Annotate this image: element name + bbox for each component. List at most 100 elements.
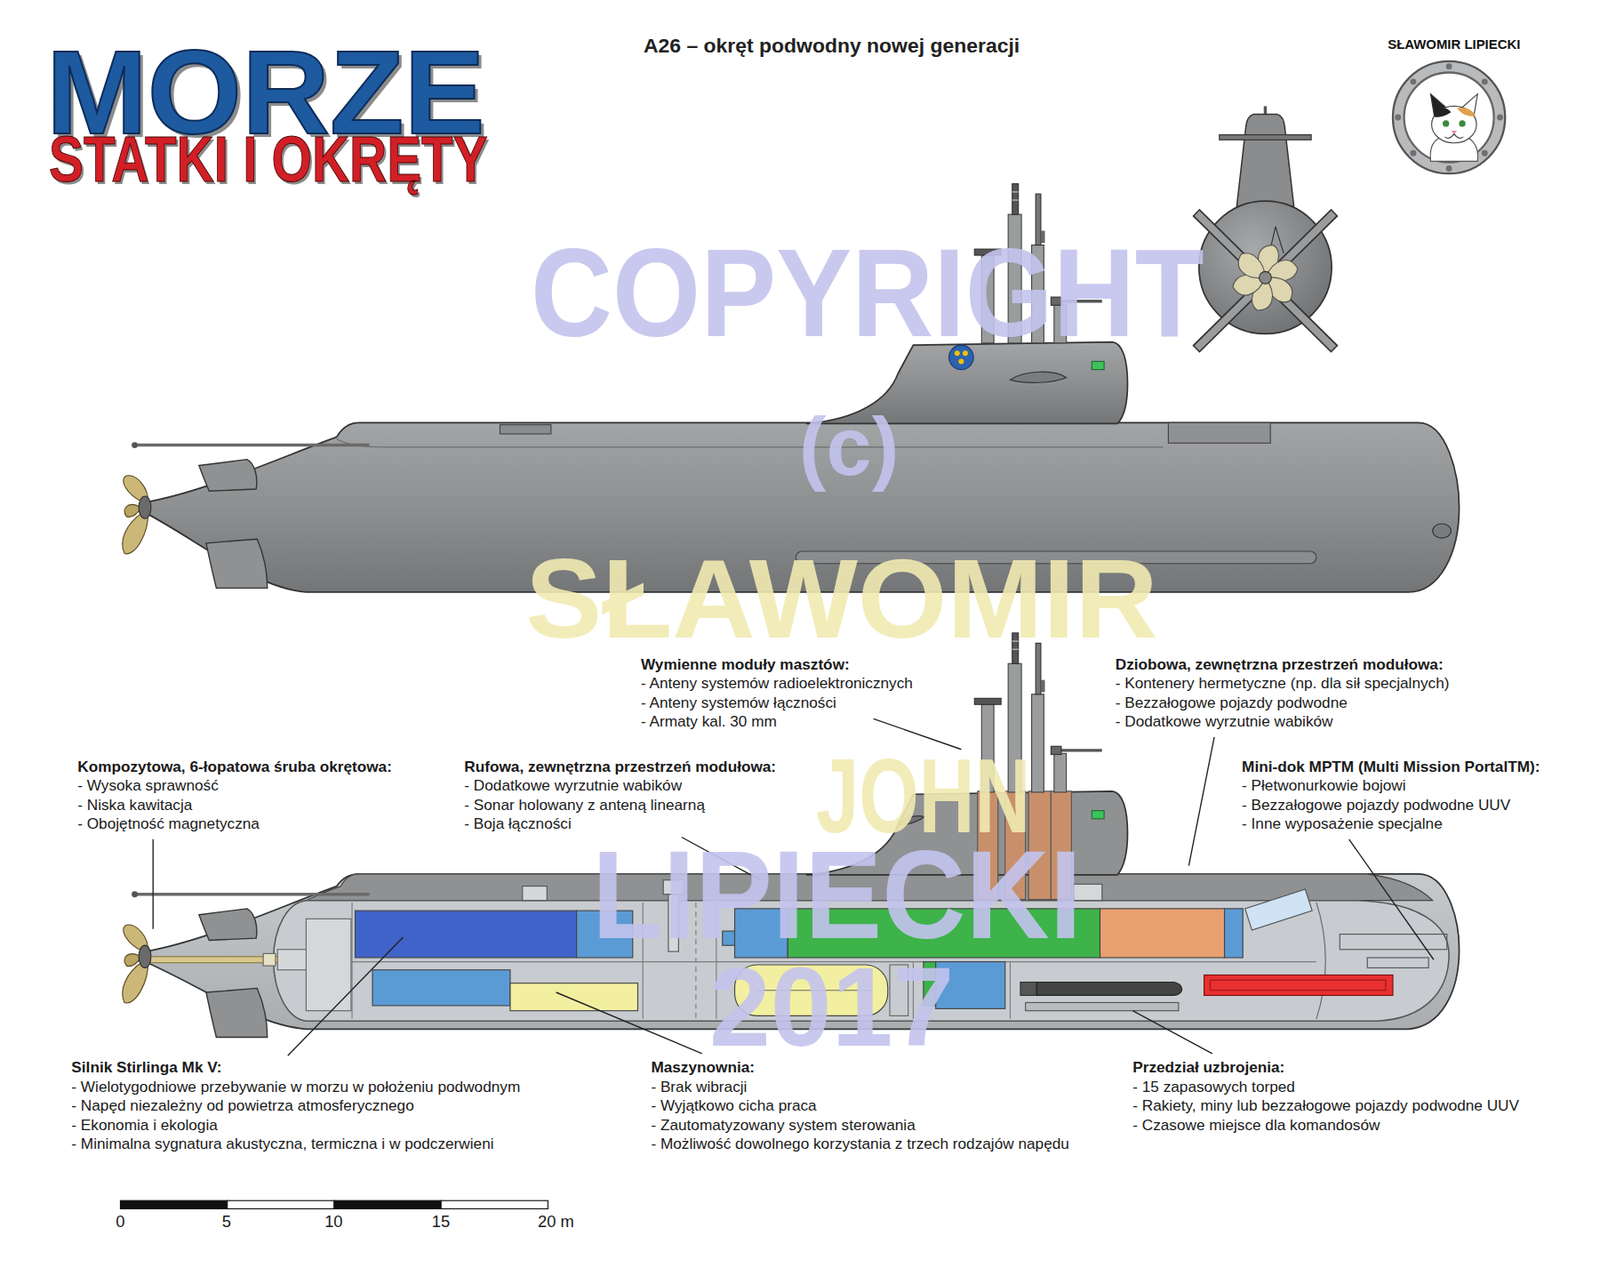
hull-cutaway xyxy=(143,956,279,963)
annotation-item: - Niska kawitacja xyxy=(77,795,192,815)
hull-side-view xyxy=(1168,422,1271,443)
annotation-item: - Brak wibracji xyxy=(650,1077,747,1096)
annotation-item: - Sonar holowany z anteną linearną xyxy=(464,795,705,815)
hull-cutaway xyxy=(351,902,352,1019)
author-badge xyxy=(1450,130,1457,134)
rear-view xyxy=(1236,114,1294,207)
hull-cutaway xyxy=(1224,908,1244,958)
scale-label: 5 xyxy=(222,1211,232,1232)
scale-bar xyxy=(227,1200,335,1208)
author-badge xyxy=(1394,114,1401,121)
hull-side-view xyxy=(336,439,1164,448)
watermark: COPYRIGHT xyxy=(530,230,1205,356)
rear-view xyxy=(1197,213,1335,349)
stern-assembly xyxy=(122,441,370,588)
hull-cutaway xyxy=(354,910,576,958)
rear-view xyxy=(1259,271,1272,284)
annotation-heading: Silnik Stirlinga Mk V: xyxy=(71,1057,222,1077)
annotation-item: - Boja łączności xyxy=(464,814,571,833)
author-badge-text: SŁAWOMIR LIPIECKI xyxy=(1387,36,1520,53)
annotation-item: - Dodatkowe wyrzutnie wabików xyxy=(1115,712,1334,731)
rear-view xyxy=(1197,213,1335,349)
annotation-item: - 15 zapasowych torped xyxy=(1132,1077,1296,1096)
hull-cutaway xyxy=(277,949,306,970)
hull-cutaway xyxy=(1025,1001,1179,1010)
annotation-item: - Wielotygodniowe przebywanie w morzu w … xyxy=(71,1077,520,1096)
author-badge xyxy=(1481,78,1488,85)
scale-bar xyxy=(120,1200,227,1208)
annotation-heading: Dziobowa, zewnętrzna przestrzeń modułowa… xyxy=(1115,655,1444,674)
author-badge xyxy=(1496,114,1504,121)
rear-view xyxy=(1195,212,1335,350)
annotation-item: - Wyjątkowo cicha praca xyxy=(650,1096,816,1115)
annotation-item: - Bezzałogowe pojazdy podwodne xyxy=(1115,693,1348,712)
sail-side-view xyxy=(1009,371,1066,383)
annotation-item: - Czasowe miejsce dla komandosów xyxy=(1132,1115,1380,1135)
hull-cutaway xyxy=(510,983,638,1011)
author-badge xyxy=(1392,61,1505,174)
scale-bar xyxy=(120,1200,548,1208)
annotation-item: - Anteny systemów łączności xyxy=(640,693,837,712)
annotation-item: - Kontenery hermetyczne (np. dla sił spe… xyxy=(1115,673,1450,693)
author-badge xyxy=(1409,150,1416,157)
author-badge xyxy=(1394,63,1504,172)
annotation-item: - Bezzałogowe pojazdy podwodne UUV xyxy=(1241,795,1511,815)
hull-cutaway xyxy=(1316,902,1326,1019)
hull-cutaway xyxy=(1099,908,1224,958)
sail-side-view xyxy=(1091,360,1104,369)
hull-side-view xyxy=(1432,523,1452,538)
rear-view xyxy=(1199,200,1332,334)
watermark: (c) xyxy=(799,406,899,488)
leader-line xyxy=(288,936,404,1056)
author-badge xyxy=(1404,72,1495,163)
hull-cutaway xyxy=(372,969,511,1006)
hull-cutaway xyxy=(1091,810,1104,819)
hull-cutaway xyxy=(522,886,548,901)
annotation-heading: Wymienne moduły masztów: xyxy=(640,655,850,674)
annotation-heading: Mini-dok MPTM (Multi Mission PortalTM): xyxy=(1241,757,1540,776)
author-badge xyxy=(1433,108,1452,118)
annotation-item: - Wysoka sprawność xyxy=(77,776,219,795)
watermark: SŁAWOMIR xyxy=(525,543,1159,656)
hull-cutaway xyxy=(1339,934,1448,950)
annotation-item: - Inne wyposażenie specjalne xyxy=(1241,814,1443,833)
watermark: LIPIECKI xyxy=(592,832,1082,958)
hull-cutaway xyxy=(1367,957,1429,968)
annotation-item: - Ekonomia i ekologia xyxy=(71,1115,217,1135)
author-badge xyxy=(1446,165,1453,172)
hull-cutaway xyxy=(1036,982,1182,996)
rear-view xyxy=(1195,105,1335,349)
leader-line xyxy=(152,839,154,929)
leader-line xyxy=(1188,736,1215,866)
leader-line xyxy=(556,992,703,1054)
hull-side-view xyxy=(499,424,551,434)
rear-view xyxy=(1230,245,1301,311)
stern-assembly xyxy=(122,890,370,1037)
submarine-illustration xyxy=(120,61,1505,1209)
hull-cutaway xyxy=(263,952,276,966)
hull-cutaway xyxy=(1204,974,1393,995)
annotation-heading: Przedział uzbrojenia: xyxy=(1132,1057,1285,1077)
annotation-item: - Obojętność magnetyczna xyxy=(77,814,260,833)
hull-cutaway xyxy=(1009,961,1011,1019)
annotation-item: - Rakiety, miny lub bezzałogowe pojazdy … xyxy=(1132,1096,1520,1115)
author-badge xyxy=(1392,61,1505,174)
annotation-item: - Anteny systemów radioelektronicznych xyxy=(640,673,913,693)
annotation-heading: Maszynownia: xyxy=(650,1057,755,1077)
author-badge xyxy=(1445,133,1464,138)
hull-cutaway xyxy=(1209,979,1385,990)
leader-line xyxy=(1349,839,1434,960)
scale-label: 0 xyxy=(115,1211,125,1232)
diagram-title: A26 – okręt podwodny nowej generacji xyxy=(643,33,1020,59)
hull-cutaway xyxy=(1245,888,1312,930)
logo-subtitle: STATKI I OKRĘTY xyxy=(48,127,488,192)
leader-line xyxy=(1132,1010,1213,1054)
rear-view xyxy=(1219,135,1312,141)
annotation-heading: Rufowa, zewnętrzna przestrzeń modułowa: xyxy=(464,757,776,776)
scale-bar xyxy=(440,1200,548,1208)
watermark: 2017 xyxy=(709,951,955,1064)
annotation-item: - Dodatkowe wyrzutnie wabików xyxy=(464,776,682,795)
annotation-item: - Minimalna sygnatura akustyczna, termic… xyxy=(71,1134,494,1153)
author-badge xyxy=(1432,105,1478,143)
rear-view xyxy=(1233,249,1272,284)
